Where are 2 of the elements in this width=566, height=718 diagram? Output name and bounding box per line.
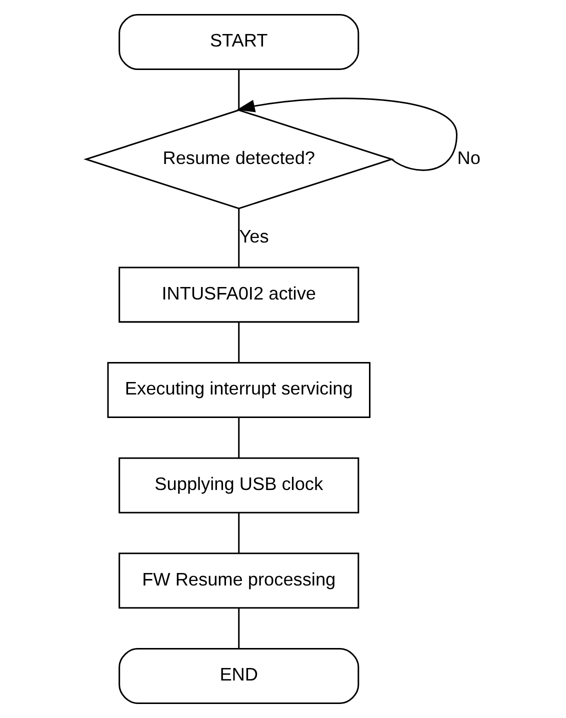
edge-label: Yes — [238, 226, 268, 247]
edge-label: No — [456, 148, 480, 168]
